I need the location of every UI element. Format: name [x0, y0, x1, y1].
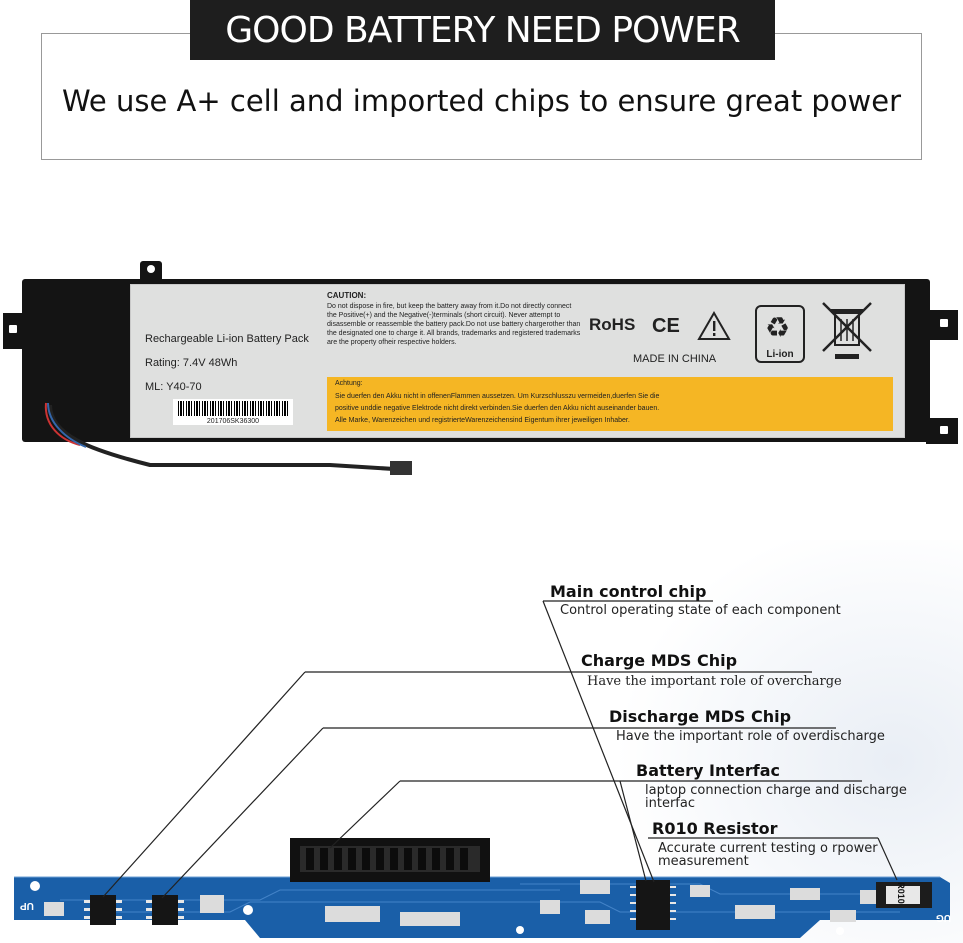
header-banner: GOOD BATTERY NEED POWER	[190, 0, 775, 60]
callout-charge-title: Charge MDS Chip	[581, 651, 738, 670]
ce-mark: CE	[652, 315, 680, 337]
callout-resistor-desc: Accurate current testing o rpower measur…	[658, 841, 878, 869]
caution-title: CAUTION:	[327, 291, 367, 300]
achtung-line: Alle Marke, Warenzeichen und registriert…	[335, 417, 630, 424]
callout-main-chip-title: Main control chip	[550, 582, 707, 601]
tagline: We use A+ cell and imported chips to ens…	[61, 84, 902, 118]
callout-interface-title: Battery Interfac	[636, 761, 781, 780]
rohs-mark: RoHS	[589, 315, 636, 334]
callout-main-chip-desc: Control operating state of each componen…	[560, 603, 841, 618]
recycle-icon: ♻ Li-ion	[755, 305, 805, 363]
crossed-bin-icon	[822, 302, 872, 359]
made-in-china: MADE IN CHINA	[633, 353, 717, 365]
battery-hole	[940, 319, 948, 327]
callout-interface-desc: laptop connection charge and discharge i…	[645, 783, 907, 811]
warning-triangle-icon	[697, 311, 731, 340]
callout-resistor-title: R010 Resistor	[652, 819, 778, 838]
achtung-title: Achtung:	[335, 380, 363, 387]
callout-discharge-title: Discharge MDS Chip	[609, 707, 792, 726]
recycle-label: Li-ion	[766, 349, 794, 360]
barcode-number: 201706SK36300	[206, 418, 260, 425]
pcb-board	[14, 540, 963, 943]
barcode: 201706SK36300	[173, 399, 293, 425]
callout-charge-desc: Have the important role of overcharge	[587, 674, 842, 689]
battery-model: ML: Y40-70	[145, 381, 202, 393]
battery-hole	[147, 265, 155, 273]
caution-text: Do not dispose in fire, but keep the bat…	[327, 303, 581, 346]
battery-hole	[9, 325, 17, 333]
battery-rating: Rating: 7.4V 48Wh	[145, 357, 238, 369]
achtung-line: Sie duerfen den Akku nicht in offenenFla…	[335, 393, 660, 400]
battery-label: Rechargeable Li-ion Battery Pack Rating:…	[130, 284, 905, 438]
recycle-symbol-icon: ♻	[765, 311, 791, 344]
battery-hole	[940, 426, 948, 434]
achtung-panel: Achtung: Sie duerfen den Akku nicht in o…	[327, 377, 893, 431]
battery-product-name: Rechargeable Li-ion Battery Pack	[145, 333, 309, 345]
barcode-bars	[178, 401, 288, 416]
battery-wires	[44, 402, 412, 475]
callout-discharge-desc: Have the important role of overdischarge	[616, 729, 885, 744]
achtung-line: positive unddie negative Elektrode nicht…	[335, 405, 660, 412]
